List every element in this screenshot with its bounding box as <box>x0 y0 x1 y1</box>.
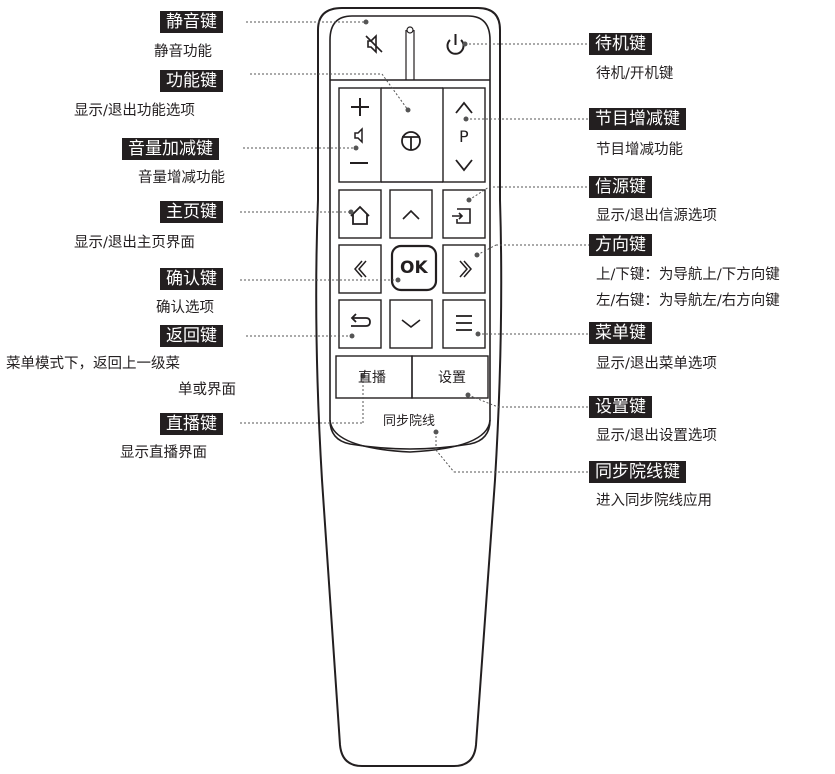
menu-button[interactable] <box>443 300 485 348</box>
volume-plus-icon <box>351 98 369 116</box>
function-icon <box>401 131 421 151</box>
right-arrow-icon <box>459 260 472 278</box>
settings-key-tag: 设置键 <box>589 396 652 418</box>
program-key-tag: 节目增减键 <box>589 108 686 130</box>
ok-button[interactable]: OK <box>400 258 428 278</box>
back-key-tag: 返回键 <box>160 325 223 347</box>
up-button[interactable] <box>390 190 432 238</box>
program-down-icon <box>455 159 473 172</box>
power-button[interactable] <box>416 20 488 78</box>
program-key-desc: 节目增减功能 <box>596 142 683 158</box>
direction-key-tag: 方向键 <box>589 234 652 256</box>
callout-lines <box>240 21 589 473</box>
back-button[interactable] <box>339 300 381 348</box>
menu-key-tag: 菜单键 <box>589 322 652 344</box>
direction-key-desc-line2: 左/右键：为导航左/右方向键 <box>596 293 780 309</box>
mute-icon <box>365 34 383 54</box>
volume-key-tag: 音量加减键 <box>122 138 219 160</box>
direction-key-desc-line1: 上/下键：为导航上/下方向键 <box>596 267 780 283</box>
left-arrow-icon <box>354 260 367 278</box>
left-button[interactable] <box>339 245 381 293</box>
remote-face <box>329 15 491 450</box>
home-button[interactable] <box>339 190 381 238</box>
remote-lower-lip <box>329 419 491 453</box>
callout-dots <box>348 19 481 435</box>
program-label: P <box>459 127 469 146</box>
live-button[interactable]: 直播 <box>358 370 386 386</box>
source-key-tag: 信源键 <box>589 176 652 198</box>
back-icon <box>350 313 371 327</box>
sync-key-tag: 同步院线键 <box>589 461 686 483</box>
mute-key-tag: 静音键 <box>160 11 223 33</box>
function-key-tag: 功能键 <box>160 70 223 92</box>
source-key-desc: 显示/退出信源选项 <box>596 208 717 224</box>
back-key-desc-line1: 菜单模式下，返回上一级菜 <box>6 356 180 372</box>
volume-up-button[interactable] <box>339 88 381 135</box>
mute-key-desc: 静音功能 <box>154 44 212 60</box>
home-key-tag: 主页键 <box>160 201 223 223</box>
right-button[interactable] <box>443 245 485 293</box>
sync-button[interactable]: 同步院线 <box>383 414 436 429</box>
volume-down-button[interactable] <box>339 135 381 182</box>
menu-icon <box>456 315 472 331</box>
program-down-button[interactable] <box>443 135 485 182</box>
back-key-desc-line2: 单或界面 <box>178 382 236 398</box>
down-button[interactable] <box>390 300 432 348</box>
menu-key-desc: 显示/退出菜单选项 <box>596 356 717 372</box>
speaker-icon <box>354 127 363 144</box>
up-arrow-icon <box>402 209 420 220</box>
volume-key-desc: 音量增减功能 <box>138 170 225 186</box>
live-key-desc: 显示直播界面 <box>120 445 207 461</box>
power-key-tag: 待机键 <box>589 33 652 55</box>
function-key-desc: 显示/退出功能选项 <box>74 103 195 119</box>
down-arrow-icon <box>401 319 421 329</box>
settings-button[interactable]: 设置 <box>438 370 466 386</box>
function-button[interactable] <box>383 90 441 180</box>
ok-key-tag: 确认键 <box>160 268 223 290</box>
home-key-desc: 显示/退出主页界面 <box>74 235 195 251</box>
sync-key-desc: 进入同步院线应用 <box>596 493 712 509</box>
source-button[interactable] <box>443 190 485 238</box>
program-up-button[interactable] <box>443 88 485 135</box>
program-up-icon <box>455 101 473 114</box>
source-icon <box>452 208 471 224</box>
settings-key-desc: 显示/退出设置选项 <box>596 428 717 444</box>
power-key-desc: 待机/开机键 <box>596 66 674 82</box>
live-key-tag: 直播键 <box>160 413 223 435</box>
mute-button[interactable] <box>334 20 404 78</box>
ok-key-desc: 确认选项 <box>156 300 214 316</box>
home-icon <box>350 205 370 225</box>
